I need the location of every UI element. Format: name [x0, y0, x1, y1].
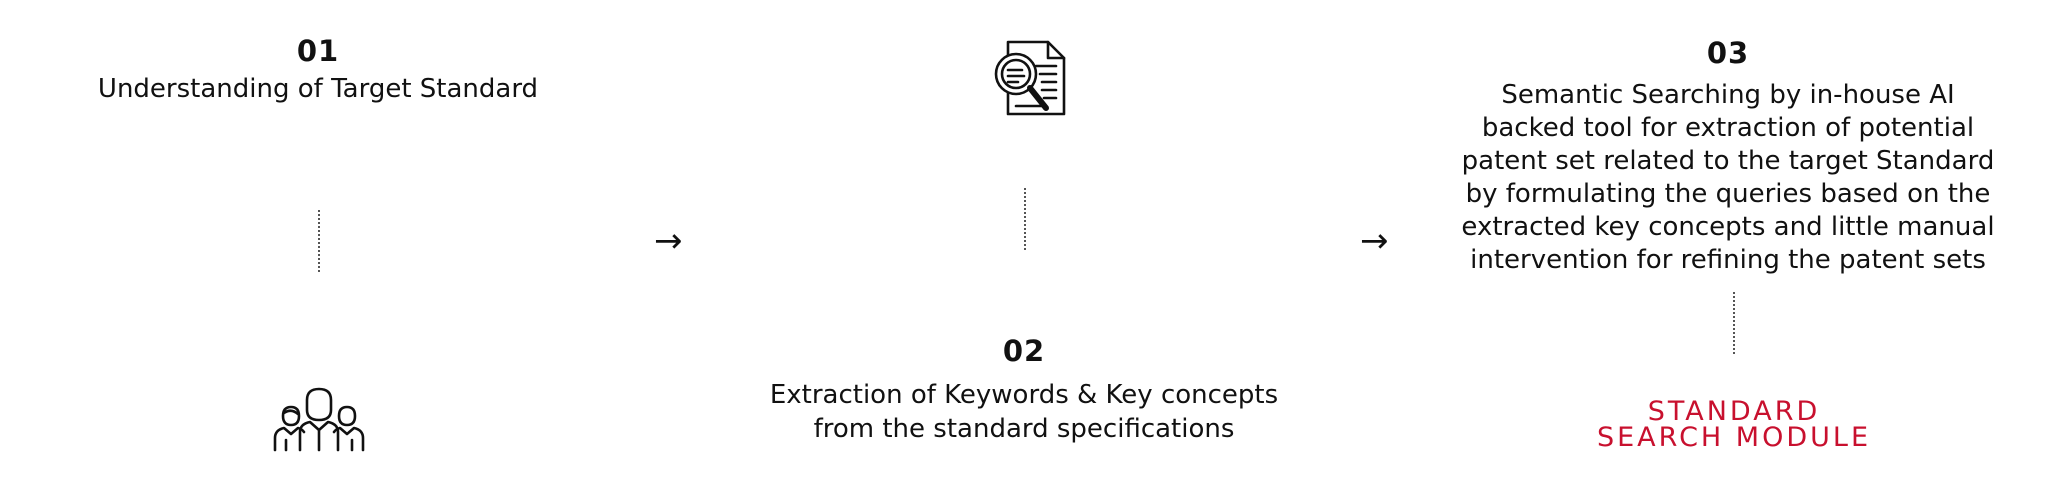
step-3-text-line-1: Semantic Searching by in-house AI: [1418, 78, 2038, 112]
step-1-number: 01: [218, 34, 418, 68]
document-magnifier-icon: [986, 36, 1068, 118]
step-1-text: Understanding of Target Standard: [40, 72, 596, 106]
step-3-text-line-6: intervention for refining the patent set…: [1418, 243, 2038, 277]
arrow-step2-to-step3: →: [1360, 224, 1389, 258]
module-title-line-2: SEARCH MODULE: [1554, 424, 1914, 451]
module-title-line-1: STANDARD: [1554, 398, 1914, 425]
step-3-connector: [1733, 292, 1735, 354]
step-2-text-line-2: from the standard specifications: [700, 412, 1348, 446]
step-2-number: 02: [924, 334, 1124, 368]
step-3-text-line-5: extracted key concepts and little manual: [1418, 210, 2038, 244]
step-2-connector: [1024, 188, 1026, 250]
step-2-text-line-1: Extraction of Keywords & Key concepts: [700, 378, 1348, 412]
arrow-step1-to-step2: →: [654, 224, 683, 258]
step-3-text-line-2: backed tool for extraction of potential: [1418, 111, 2038, 145]
step-3-number: 03: [1628, 36, 1828, 70]
step-3-text-line-4: by formulating the queries based on the: [1418, 177, 2038, 211]
team-people-icon: [273, 386, 365, 452]
step-3-text-line-3: patent set related to the target Standar…: [1418, 144, 2038, 178]
step-1-connector: [318, 210, 320, 272]
